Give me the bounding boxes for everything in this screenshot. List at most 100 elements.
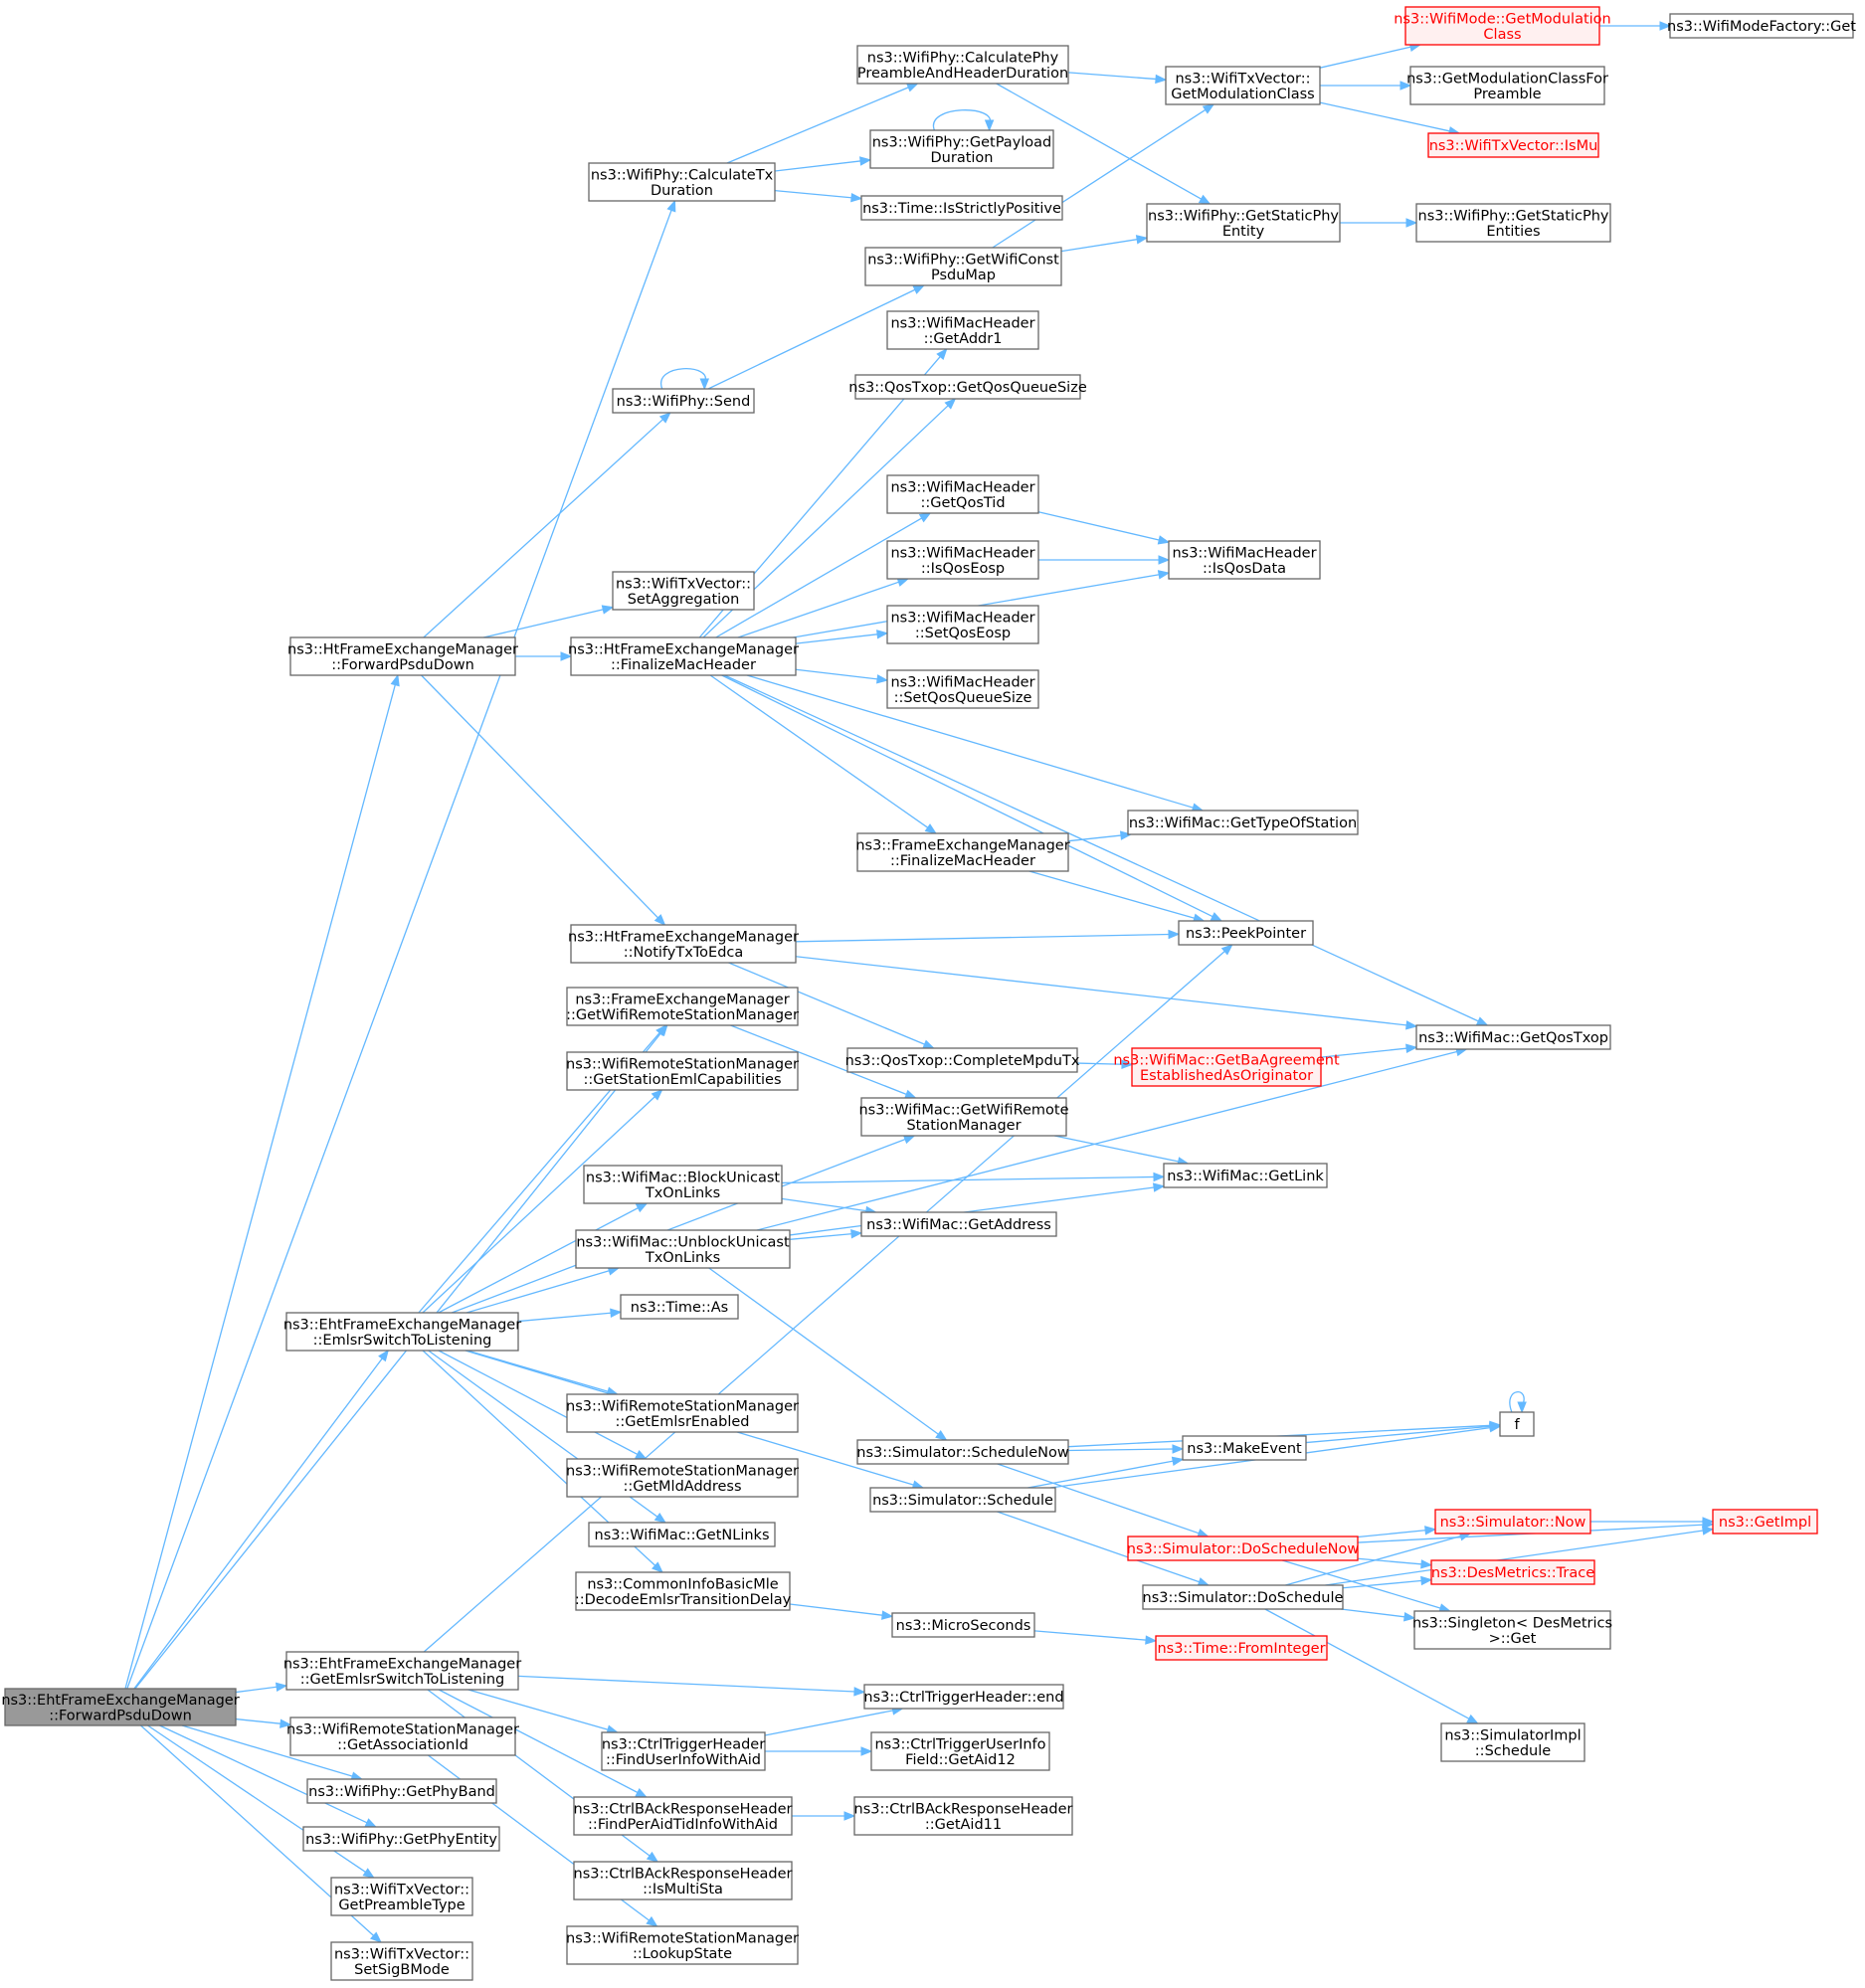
node-box[interactable] xyxy=(601,1731,766,1771)
node-qos-getqueue[interactable]: ns3::QosTxop::GetQosQueueSize xyxy=(848,374,1087,400)
node-box[interactable] xyxy=(1127,1536,1359,1561)
node-box[interactable] xyxy=(575,1571,791,1611)
node-txv-getmodclass[interactable]: ns3::WifiTxVector::GetModulationClass xyxy=(1165,66,1321,105)
node-peekpointer[interactable]: ns3::PeekPointer xyxy=(1178,920,1314,946)
node-mh-setqosqueue[interactable]: ns3::WifiMacHeader::SetQosQueueSize xyxy=(886,669,1039,709)
node-wm-getba[interactable]: ns3::WifiMac::GetBaAgreementEstablishedA… xyxy=(1113,1047,1340,1087)
node-box[interactable] xyxy=(285,1312,519,1352)
node-box[interactable] xyxy=(575,1229,791,1269)
node-box[interactable] xyxy=(566,1393,799,1433)
node-wm-getnlinks[interactable]: ns3::WifiMac::GetNLinks xyxy=(588,1522,776,1547)
node-box[interactable] xyxy=(846,1047,1078,1073)
node-fem-finalize[interactable]: ns3::FrameExchangeManager::FinalizeMacHe… xyxy=(855,832,1070,872)
node-box[interactable] xyxy=(612,571,755,611)
node-htfem-finalize[interactable]: ns3::HtFrameExchangeManager::FinalizeMac… xyxy=(568,636,799,676)
node-mh-getqostid[interactable]: ns3::WifiMacHeader::GetQosTid xyxy=(886,474,1039,514)
node-wrsm-getemlsren[interactable]: ns3::WifiRemoteStationManager::GetEmlsrE… xyxy=(566,1393,799,1433)
node-txv-ismu[interactable]: ns3::WifiTxVector::IsMu xyxy=(1427,132,1599,158)
node-wp-getphyband[interactable]: ns3::WifiPhy::GetPhyBand xyxy=(306,1778,497,1804)
node-box[interactable] xyxy=(1669,13,1854,39)
node-box[interactable] xyxy=(886,310,1039,350)
node-box[interactable] xyxy=(886,474,1039,514)
node-htfem-fwd[interactable]: ns3::HtFrameExchangeManager::ForwardPsdu… xyxy=(287,636,518,676)
node-box[interactable] xyxy=(588,1522,776,1547)
node-wm-getwrsm[interactable]: ns3::WifiMac::GetWifiRemoteStationManage… xyxy=(858,1097,1069,1137)
node-makeevent[interactable]: ns3::MakeEvent xyxy=(1182,1435,1307,1461)
node-mh-isqosdata[interactable]: ns3::WifiMacHeader::IsQosData xyxy=(1168,540,1321,580)
node-box[interactable] xyxy=(860,1097,1067,1137)
node-box[interactable] xyxy=(869,129,1054,169)
node-box[interactable] xyxy=(1430,1559,1595,1585)
node-cback-ismulti[interactable]: ns3::CtrlBAckResponseHeader::IsMultiSta xyxy=(573,1861,793,1900)
node-sim-dosched[interactable]: ns3::Simulator::DoSchedule xyxy=(1142,1584,1344,1610)
node-htfem-notify[interactable]: ns3::HtFrameExchangeManager::NotifyTxToE… xyxy=(568,924,799,964)
node-box[interactable] xyxy=(620,1294,739,1320)
node-box[interactable] xyxy=(1427,132,1599,158)
node-time-fromint[interactable]: ns3::Time::FromInteger xyxy=(1155,1635,1328,1661)
node-txv-setagg[interactable]: ns3::WifiTxVector::SetAggregation xyxy=(612,571,755,611)
node-box[interactable] xyxy=(566,1458,799,1498)
node-box[interactable] xyxy=(886,669,1039,709)
node-time-strict[interactable]: ns3::Time::IsStrictlyPositive xyxy=(860,195,1063,221)
node-box[interactable] xyxy=(1182,1435,1307,1461)
node-box[interactable] xyxy=(566,1051,799,1091)
node-desm-trace[interactable]: ns3::DesMetrics::Trace xyxy=(1430,1559,1595,1585)
node-sim-sched[interactable]: ns3::Simulator::Schedule xyxy=(869,1487,1056,1513)
node-box[interactable] xyxy=(289,1717,516,1756)
node-box[interactable] xyxy=(1415,1024,1611,1050)
node-mh-setqoseosp[interactable]: ns3::WifiMacHeader::SetQosEosp xyxy=(886,605,1039,644)
node-ehtfem-emlsr[interactable]: ns3::EhtFrameExchangeManager::EmlsrSwitc… xyxy=(283,1312,521,1352)
node-box[interactable] xyxy=(886,605,1039,644)
node-cback-getaid11[interactable]: ns3::CtrlBAckResponseHeader::GetAid11 xyxy=(853,1796,1073,1836)
node-box[interactable] xyxy=(854,374,1081,400)
node-box[interactable] xyxy=(583,1165,783,1204)
node-box[interactable] xyxy=(870,1731,1050,1771)
node-box[interactable] xyxy=(588,162,776,202)
node-box[interactable] xyxy=(289,636,516,676)
node-getimpl[interactable]: ns3::GetImpl xyxy=(1712,1509,1818,1535)
node-box[interactable] xyxy=(573,1861,793,1900)
node-box[interactable] xyxy=(1404,6,1600,46)
node-box[interactable] xyxy=(1127,810,1359,835)
node-box[interactable] xyxy=(1178,920,1314,946)
node-time-as[interactable]: ns3::Time::As xyxy=(620,1294,739,1320)
node-box[interactable] xyxy=(869,1487,1056,1513)
node-box[interactable] xyxy=(1499,1411,1535,1437)
node-ctrl-finduser[interactable]: ns3::CtrlTriggerHeader::FindUserInfoWith… xyxy=(601,1731,766,1771)
node-box[interactable] xyxy=(285,1651,519,1691)
node-box[interactable] xyxy=(891,1612,1035,1638)
node-box[interactable] xyxy=(856,832,1069,872)
node-sim-doschednow[interactable]: ns3::Simulator::DoScheduleNow xyxy=(1127,1536,1360,1561)
node-box[interactable] xyxy=(1712,1509,1818,1535)
node-box[interactable] xyxy=(306,1778,497,1804)
node-box[interactable] xyxy=(1409,66,1605,105)
node-box[interactable] xyxy=(886,540,1039,580)
node-box[interactable] xyxy=(573,1796,793,1836)
node-qos-complete[interactable]: ns3::QosTxop::CompleteMpduTx xyxy=(845,1047,1080,1073)
node-box[interactable] xyxy=(1155,1635,1328,1661)
node-wrsm-getmld[interactable]: ns3::WifiRemoteStationManager::GetMldAdd… xyxy=(566,1458,799,1498)
node-cibm-decode[interactable]: ns3::CommonInfoBasicMle::DecodeEmlsrTran… xyxy=(575,1571,792,1611)
node-box[interactable] xyxy=(566,987,799,1026)
node-box[interactable] xyxy=(302,1826,500,1852)
node-ctrl-end[interactable]: ns3::CtrlTriggerHeader::end xyxy=(863,1684,1064,1710)
node-box[interactable] xyxy=(330,1877,473,1916)
node-simimpl-sched[interactable]: ns3::SimulatorImpl::Schedule xyxy=(1440,1722,1585,1762)
node-box[interactable] xyxy=(864,247,1062,286)
node-sim-schednow[interactable]: ns3::Simulator::ScheduleNow xyxy=(856,1439,1069,1465)
node-wrsm-lookup[interactable]: ns3::WifiRemoteStationManager::LookupSta… xyxy=(566,1925,799,1965)
node-box[interactable] xyxy=(1413,1610,1611,1650)
node-wm-getmodclass[interactable]: ns3::WifiMode::GetModulationClass xyxy=(1394,6,1611,46)
node-wp-calcpre[interactable]: ns3::WifiPhy::CalculatePhyPreambleAndHea… xyxy=(856,45,1069,85)
node-box[interactable] xyxy=(863,1684,1064,1710)
node-box[interactable] xyxy=(570,924,797,964)
node-box[interactable] xyxy=(1142,1584,1344,1610)
